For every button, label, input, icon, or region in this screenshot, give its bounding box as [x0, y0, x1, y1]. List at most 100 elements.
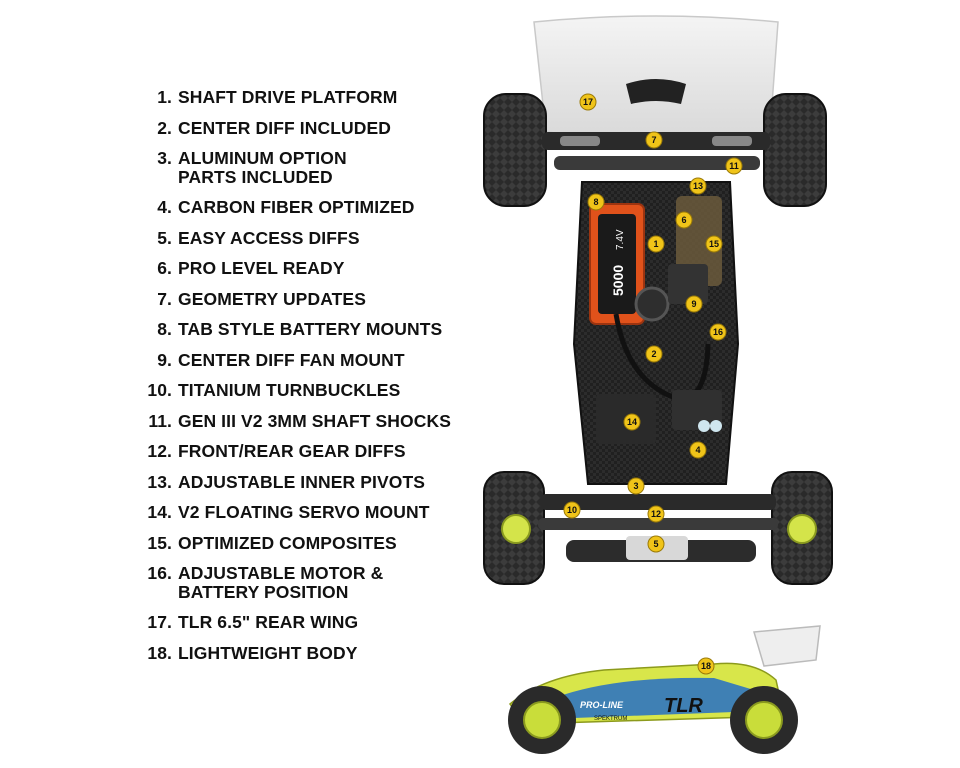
svg-text:7: 7: [651, 135, 656, 145]
feature-text: CENTER DIFF INCLUDED: [178, 117, 391, 138]
feature-item: 13. ADJUSTABLE INNER PIVOTS: [136, 471, 466, 492]
callout-badge: 14: [623, 413, 641, 431]
feature-text: TAB STYLE BATTERY MOUNTS: [178, 319, 443, 339]
svg-text:18: 18: [701, 661, 711, 671]
callout-badge: 8: [587, 193, 605, 211]
rear-wing-side: [753, 625, 821, 667]
callout-badge: 9: [685, 295, 703, 313]
feature-item: 9. CENTER DIFF FAN MOUNT: [136, 349, 466, 370]
feature-text: PRO LEVEL READY: [178, 258, 345, 278]
callout-badge: 7: [645, 131, 663, 149]
feature-text: ADJUSTABLE MOTOR & BATTERY POSITION: [178, 563, 384, 602]
feature-text: OPTIMIZED COMPOSITES: [178, 532, 397, 553]
feature-number: 1.: [157, 87, 172, 107]
feature-number: 5.: [157, 227, 172, 248]
feature-text: SHAFT DRIVE PLATFORM: [178, 87, 398, 107]
svg-text:6: 6: [681, 215, 686, 225]
callout-badge: 18: [697, 657, 715, 675]
feature-number: 4.: [157, 197, 172, 217]
feature-text: EASY ACCESS DIFFS: [178, 227, 360, 248]
feature-item: 3. ALUMINUM OPTION PARTS INCLUDED: [136, 149, 466, 186]
feature-number: 17.: [147, 612, 172, 632]
feature-text: CARBON FIBER OPTIMIZED: [178, 197, 415, 217]
feature-item: 8. TAB STYLE BATTERY MOUNTS: [136, 320, 466, 339]
callout-badge: 1: [647, 235, 665, 253]
callout-badge: 11: [725, 157, 743, 175]
callout-badge: 15: [705, 235, 723, 253]
svg-text:8: 8: [593, 197, 598, 207]
feature-item: 15. OPTIMIZED COMPOSITES: [136, 532, 466, 553]
svg-text:9: 9: [691, 299, 696, 309]
tire-rear-right: [763, 93, 827, 207]
feature-text: ALUMINUM OPTION PARTS INCLUDED: [178, 148, 347, 187]
callout-badge: 4: [689, 441, 707, 459]
feature-text: TLR 6.5" REAR WING: [178, 612, 359, 632]
callout-badge: 6: [675, 211, 693, 229]
feature-number: 6.: [157, 258, 172, 278]
feature-item: 16. ADJUSTABLE MOTOR & BATTERY POSITION: [136, 564, 466, 601]
feature-number: 11.: [148, 410, 172, 431]
feature-item: 5. EASY ACCESS DIFFS: [136, 227, 466, 248]
callout-badge: 3: [627, 477, 645, 495]
feature-list: 1. SHAFT DRIVE PLATFORM 2.CENTER DIFF INC…: [136, 88, 466, 662]
feature-number: 15.: [147, 532, 172, 553]
feature-number: 7.: [157, 288, 172, 309]
battery-capacity: 5000: [610, 265, 626, 296]
feature-text: TITANIUM TURNBUCKLES: [178, 380, 401, 400]
feature-text: CENTER DIFF FAN MOUNT: [178, 349, 405, 370]
callout-badge: 2: [645, 345, 663, 363]
feature-item: 18. LIGHTWEIGHT BODY: [136, 642, 466, 663]
svg-text:4: 4: [695, 445, 700, 455]
feature-text: FRONT/REAR GEAR DIFFS: [178, 441, 406, 461]
tire-rear-left: [483, 93, 547, 207]
feature-text: GEN III V2 3MM SHAFT SHOCKS: [178, 410, 452, 431]
feature-number: 13.: [147, 471, 172, 492]
feature-item: 6. PRO LEVEL READY: [136, 259, 466, 278]
svg-text:2: 2: [651, 349, 656, 359]
feature-text: V2 FLOATING SERVO MOUNT: [178, 502, 430, 522]
body-tire-decal: PRO-LINE: [580, 700, 624, 710]
feature-item: 12. FRONT/REAR GEAR DIFFS: [136, 442, 466, 461]
feature-number: 12.: [147, 441, 172, 461]
callout-badge: 13: [689, 177, 707, 195]
feature-number: 16.: [147, 563, 172, 583]
svg-text:17: 17: [583, 97, 593, 107]
feature-item: 7. GEOMETRY UPDATES: [136, 288, 466, 309]
callout-badge: 12: [647, 505, 665, 523]
svg-text:14: 14: [627, 417, 637, 427]
svg-text:10: 10: [567, 505, 577, 515]
feature-number: 8.: [157, 319, 172, 339]
feature-item: 1. SHAFT DRIVE PLATFORM: [136, 88, 466, 107]
body-radio-decal: SPEKTRUM: [594, 716, 627, 722]
feature-item: 11. GEN III V2 3MM SHAFT SHOCKS: [136, 410, 466, 431]
svg-text:12: 12: [651, 509, 661, 519]
svg-text:15: 15: [709, 239, 719, 249]
svg-text:1: 1: [653, 239, 658, 249]
wheel-front: [508, 686, 576, 754]
feature-item: 4. CARBON FIBER OPTIMIZED: [136, 198, 466, 217]
feature-number: 14.: [147, 502, 172, 522]
feature-number: 3.: [157, 148, 172, 168]
feature-item: 14. V2 FLOATING SERVO MOUNT: [136, 503, 466, 522]
battery-voltage: 7.4V: [615, 229, 626, 250]
svg-text:16: 16: [713, 327, 723, 337]
rear-wing: [533, 15, 779, 139]
wheel-rear: [730, 686, 798, 754]
callout-badge: 17: [579, 93, 597, 111]
callout-badge: 10: [563, 501, 581, 519]
body-brand-decal: TLR: [664, 695, 703, 717]
feature-number: 10.: [147, 380, 172, 400]
feature-item: 17. TLR 6.5" REAR WING: [136, 613, 466, 632]
svg-text:13: 13: [693, 181, 703, 191]
feature-number: 9.: [157, 349, 172, 370]
svg-text:3: 3: [633, 481, 638, 491]
callout-badge: 5: [647, 535, 665, 553]
feature-text: GEOMETRY UPDATES: [178, 288, 366, 309]
feature-text: LIGHTWEIGHT BODY: [178, 642, 358, 663]
feature-item: 2.CENTER DIFF INCLUDED: [136, 117, 466, 138]
feature-number: 18.: [147, 642, 172, 663]
svg-text:11: 11: [729, 161, 739, 171]
svg-text:5: 5: [653, 539, 658, 549]
feature-text: ADJUSTABLE INNER PIVOTS: [178, 471, 426, 492]
callout-badge: 16: [709, 323, 727, 341]
